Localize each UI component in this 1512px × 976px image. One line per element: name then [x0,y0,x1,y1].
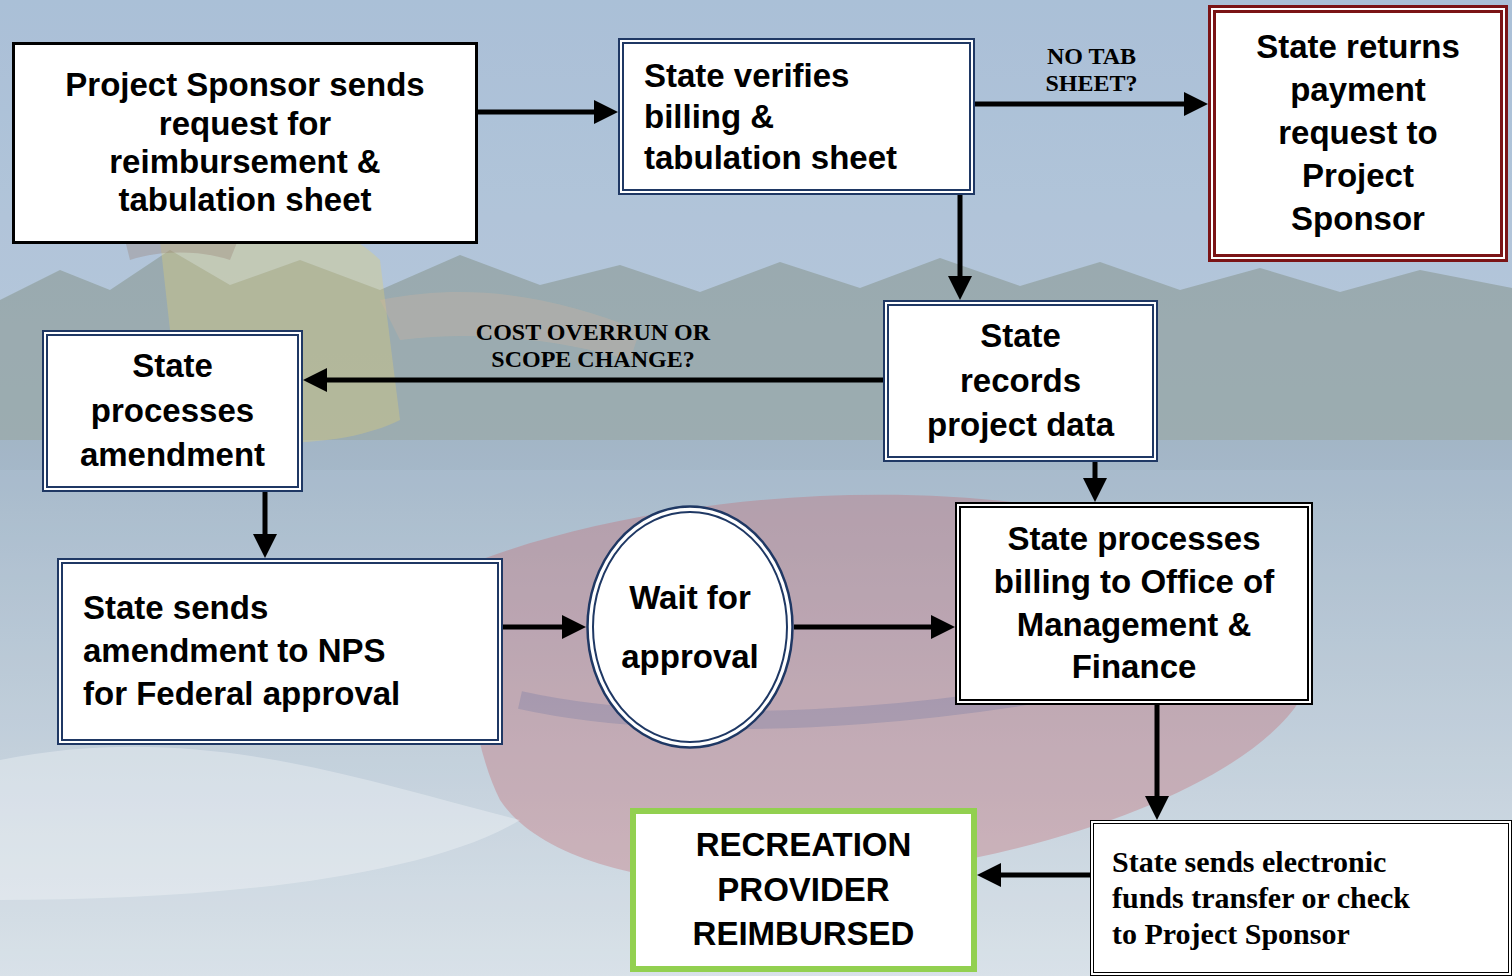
flow-arrow [958,195,963,292]
process-box: State processes billing to Office of Man… [955,502,1313,705]
flow-arrow [985,873,1090,878]
condition-label: COST OVERRUN OR SCOPE CHANGE? [453,319,733,372]
box-text: Project Sponsor sends request for reimbu… [45,66,445,219]
rejection-box: State returns payment request to Project… [1208,5,1508,262]
circle-inner-ring [593,512,787,742]
flow-arrow [794,625,947,630]
box-text: State sends amendment to NPS for Federal… [83,587,417,716]
box-text: State returns payment request to Project… [1244,26,1472,240]
circle-outer-ring [588,507,793,748]
circle-outline [586,505,794,749]
flow-arrow [1155,705,1160,812]
end-box: RECREATION PROVIDER REIMBURSED [630,808,977,972]
process-box: Project Sponsor sends request for reimbu… [12,42,478,244]
process-box: State verifies billing & tabulation shee… [618,38,975,195]
process-box: State processes amendment [42,330,303,492]
wait-circle: Wait for approval [586,505,794,749]
flow-arrow [263,492,268,550]
process-box: State sends amendment to NPS for Federal… [57,558,503,745]
process-box: State records project data [883,300,1158,462]
flow-arrow [975,102,1200,107]
box-text: State sends electronic funds transfer or… [1112,844,1428,952]
box-text: RECREATION PROVIDER REIMBURSED [652,823,955,957]
flow-arrow [503,625,578,630]
box-text: Wait for approval [621,568,759,687]
condition-label: NO TAB SHEET? [1032,43,1152,96]
flow-arrow [478,110,610,115]
box-text: State records project data [919,314,1122,448]
box-text: State processes amendment [64,344,281,478]
box-text: State verifies billing & tabulation shee… [644,55,909,179]
flow-arrow [1093,462,1098,494]
process-box: State sends electronic funds transfer or… [1090,820,1512,976]
box-text: State processes billing to Office of Man… [981,518,1287,690]
flow-arrow [311,378,883,383]
